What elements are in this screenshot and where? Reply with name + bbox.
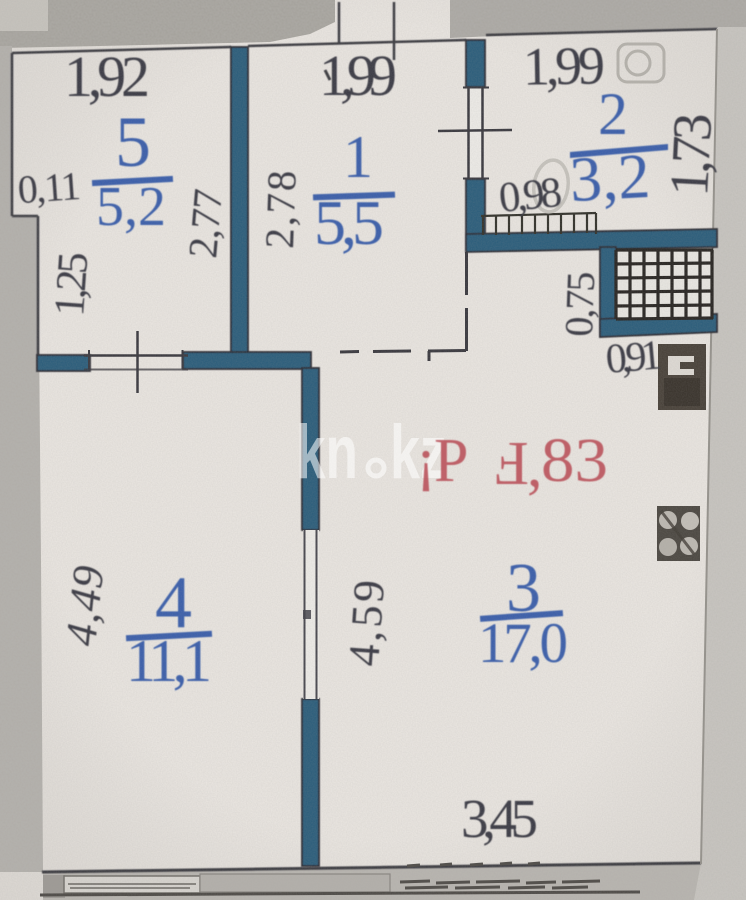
svg-text:¡: ¡ <box>416 426 436 492</box>
svg-text:83: 83 <box>541 427 608 495</box>
svg-text:,: , <box>527 432 543 500</box>
svg-text:P: P <box>434 427 468 495</box>
svg-text:kn: kn <box>296 410 358 495</box>
svg-text:F: F <box>495 429 529 497</box>
svg-text:kz: kz <box>390 410 447 495</box>
